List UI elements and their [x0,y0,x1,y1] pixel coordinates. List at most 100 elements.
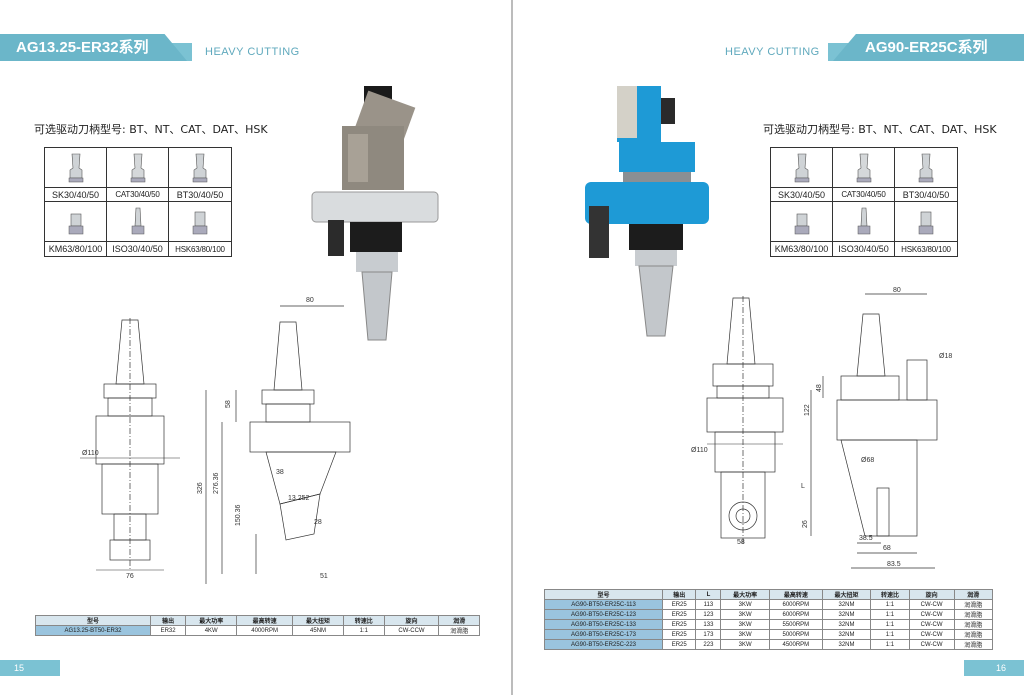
dim-label: 58 [225,400,232,408]
table-row: AG90-BT50-ER25C-113 ER25 113 3KW 6000RPM… [544,599,994,610]
table-cell: 1:1 [870,629,910,640]
dim-label: 326 [197,482,204,494]
table-header: 最大功率 [720,589,770,600]
table-cell: CW-CW [908,629,955,640]
dim-label: 83.5 [887,561,901,568]
front-view-drawing: Ø110 76 [80,318,180,580]
table-header-row: 型号 输出 L 最大功率 最高转速 最大扭矩 转速比 旋向 润滑 [544,589,994,600]
table-row: AG90-BT50-ER25C-123 ER25 123 3KW 6000RPM… [544,609,994,620]
table-cell: 1:1 [870,619,910,630]
table-cell: 润滑脂 [438,625,480,636]
dim-label: L [801,483,805,490]
angle-head-photo [585,86,709,337]
shank-label: CAT30/40/50 [107,188,169,202]
page-number: 16 [964,660,1024,676]
shank-cell [833,202,895,242]
table-cell: 1:1 [870,609,910,620]
km-shank-icon [68,213,83,234]
table-header: 输出 [661,589,697,600]
shank-cell [771,148,833,188]
dim-label: 80 [893,287,901,294]
dim-label: 122 [804,404,811,416]
iso-shank-icon [857,207,870,234]
shank-cell [833,148,895,188]
table-header: 润滑 [438,615,480,626]
table-cell: 45NM [291,625,345,636]
table-row: AG13.25-BT50-ER32 ER32 4KW 4000RPM 45NM … [35,625,480,636]
book-spine [511,0,513,695]
shank-label: CAT30/40/50 [833,188,895,202]
shank-cell [45,202,107,242]
table-row: AG90-BT50-ER25C-133 ER25 133 3KW 5500RPM… [544,619,994,630]
table-header: 旋向 [908,589,955,600]
table-cell: 3KW [720,619,770,630]
table-cell: 6000RPM [768,599,823,610]
dim-label: 150.36 [235,504,242,526]
shank-grid: SK30/40/50 CAT30/40/50 BT30/40/50 KM63/8… [770,147,958,257]
table-cell: 32NM [821,599,872,610]
table-cell: 173 [695,629,722,640]
dim-label: Ø110 [82,450,99,457]
table-header: 润滑 [953,589,994,600]
bt-shank-icon [192,153,208,182]
shank-cell [107,148,169,188]
side-view-drawing: 80 58 276.36 326 150.36 38 13.252 28 51 [197,297,351,584]
table-header: 最大功率 [185,615,238,626]
shank-label: ISO30/40/50 [833,242,895,256]
table-header: 转速比 [343,615,385,626]
table-cell: 1:1 [870,639,910,650]
table-cell: 1:1 [870,599,910,610]
shank-label: HSK63/80/100 [901,244,951,254]
table-cell: 润滑脂 [953,639,994,650]
table-cell: ER32 [149,625,187,636]
shank-cell [895,202,957,242]
dim-label: Ø68 [861,457,874,464]
shank-label: SK30/40/50 [45,188,107,202]
table-cell: 113 [695,599,722,610]
table-cell: ER25 [661,619,697,630]
km-shank-icon [794,213,809,234]
table-cell: 133 [695,619,722,630]
iso-shank-icon [131,207,144,234]
table-cell: ER25 [661,629,697,640]
shank-cell [169,202,231,242]
hsk-shank-icon [192,211,208,234]
angle-head-photo [311,86,439,341]
table-cell: 32NM [821,609,872,620]
table-cell: AG90-BT50-ER25C-133 [544,619,663,630]
side-view-drawing: 80 Ø18 48 122 Ø68 L 26 38.5 68 83.5 [801,287,952,569]
left-page: AG13.25-ER32系列 HEAVY CUTTING 可选驱动刀柄型号: B… [0,0,511,695]
shank-cell [895,148,957,188]
table-cell: 润滑脂 [953,629,994,640]
hsk-shank-icon [918,211,934,234]
table-cell: 3KW [720,639,770,650]
spec-table: 型号 输出 L 最大功率 最高转速 最大扭矩 转速比 旋向 润滑 AG90-BT… [544,589,994,650]
table-cell: CW-CCW [383,625,440,636]
table-cell: AG13.25-BT50-ER32 [35,625,151,636]
table-cell: AG90-BT50-ER25C-123 [544,609,663,620]
dim-label: 28 [314,519,322,526]
table-header: L [695,589,722,600]
table-cell: ER25 [661,639,697,650]
shank-cell [771,202,833,242]
table-row: AG90-BT50-ER25C-173 ER25 173 3KW 5000RPM… [544,629,994,640]
table-header: 输出 [149,615,187,626]
table-cell: 5500RPM [768,619,823,630]
table-row: AG90-BT50-ER25C-223 ER25 223 3KW 4500RPM… [544,639,994,650]
table-cell: CW-CW [908,609,955,620]
front-view-drawing: Ø110 58 [691,296,784,546]
shank-cell [45,148,107,188]
table-cell: CW-CW [908,639,955,650]
table-cell: 润滑脂 [953,599,994,610]
table-header: 最高转速 [768,589,823,600]
table-cell: AG90-BT50-ER25C-113 [544,599,663,610]
cat-shank-icon [130,153,145,182]
table-cell: AG90-BT50-ER25C-223 [544,639,663,650]
shank-label: BT30/40/50 [169,188,231,202]
table-cell: 4KW [185,625,238,636]
table-header: 最大扭矩 [821,589,872,600]
table-cell: 润滑脂 [953,609,994,620]
dim-label: 48 [816,384,823,392]
dim-label: 13.252 [288,495,310,502]
page-number: 15 [0,660,60,676]
